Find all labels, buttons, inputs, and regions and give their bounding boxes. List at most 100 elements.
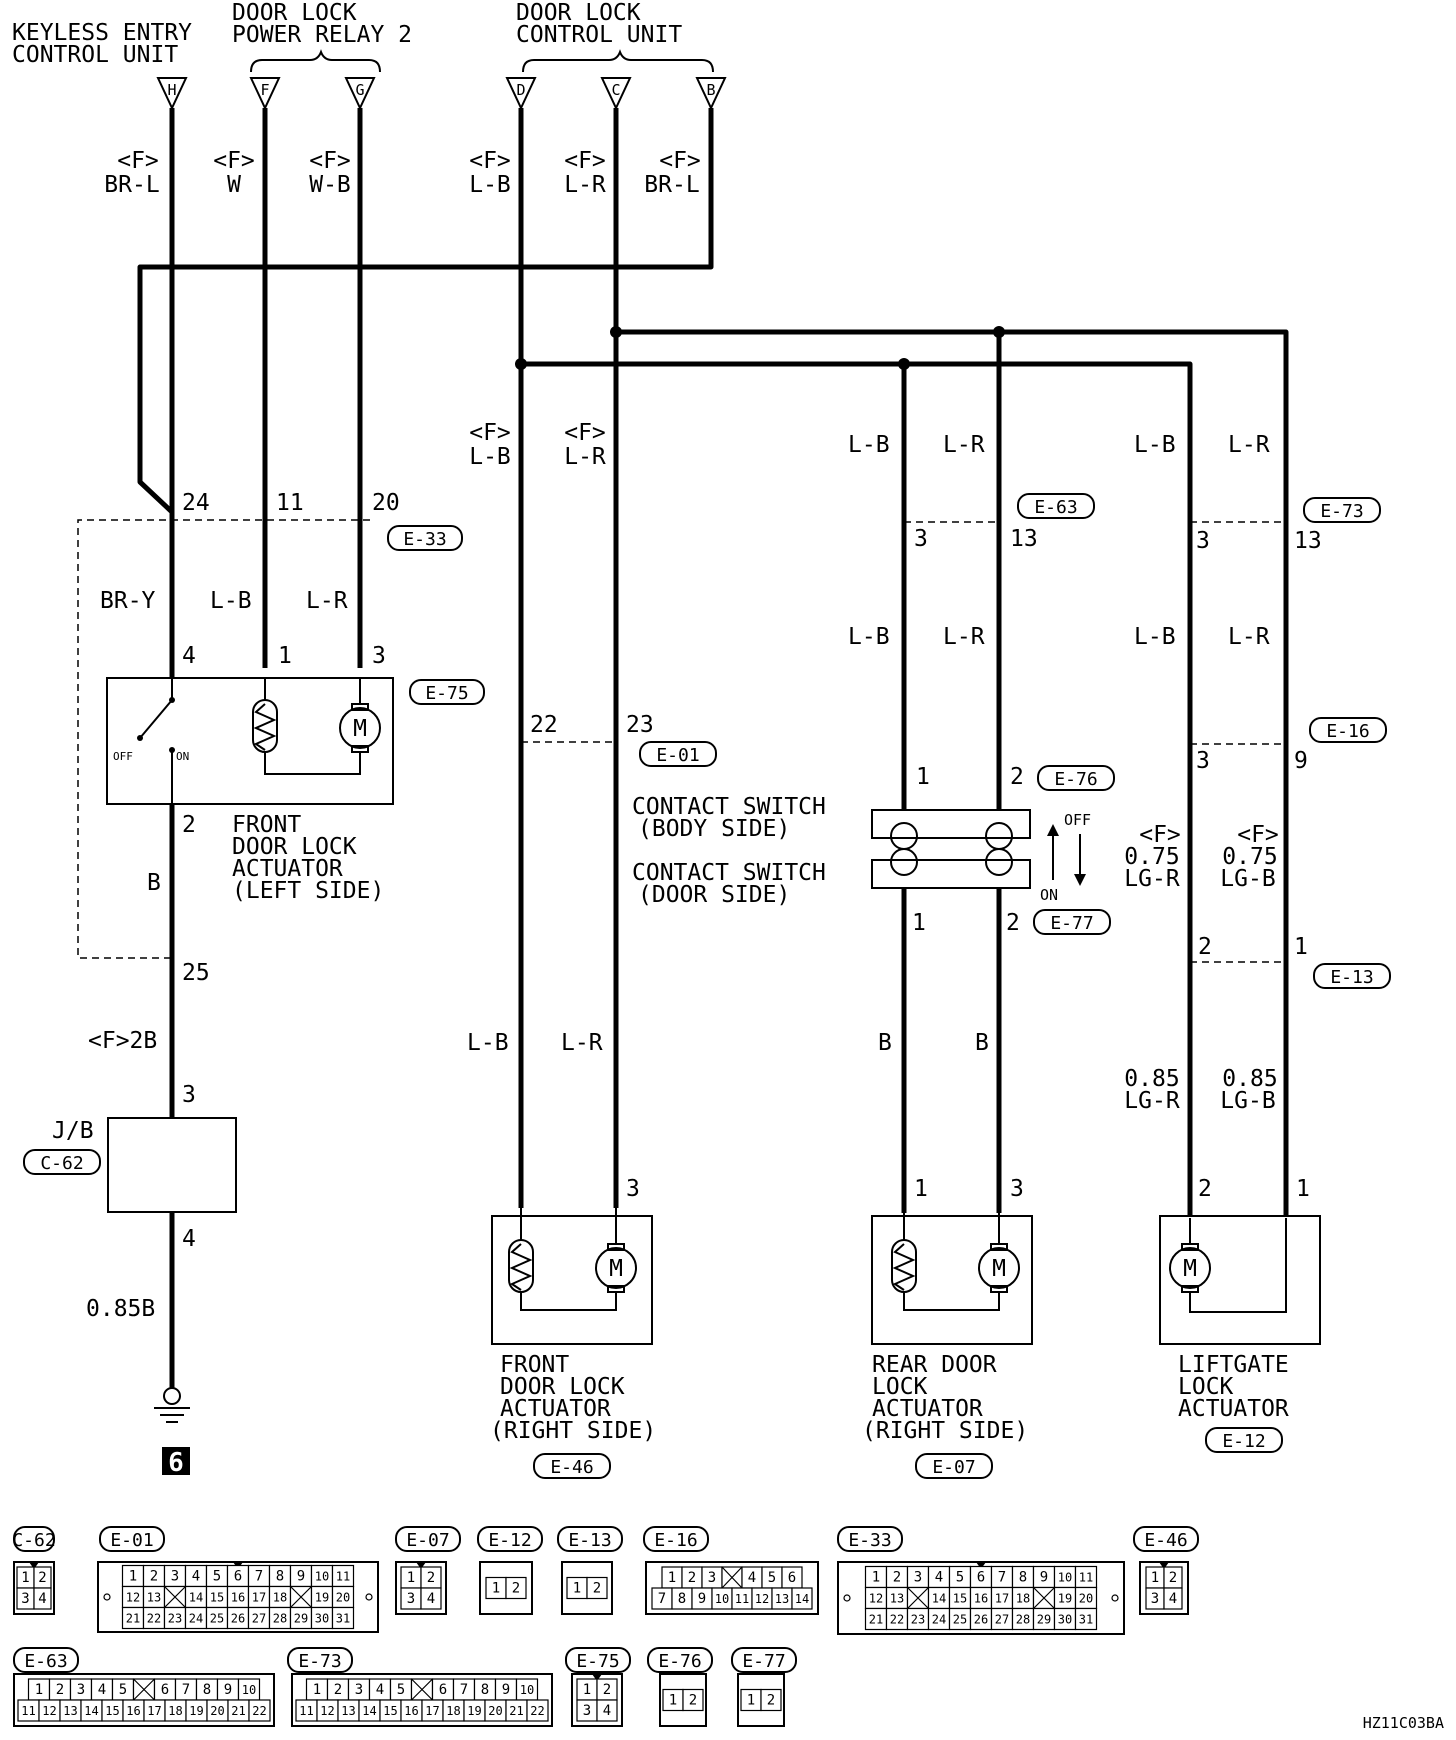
svg-text:27: 27 xyxy=(995,1613,1009,1627)
svg-text:11: 11 xyxy=(1079,1571,1093,1585)
svg-text:<F>: <F> xyxy=(309,148,351,174)
svg-text:7: 7 xyxy=(658,1591,666,1607)
svg-text:1: 1 xyxy=(916,764,930,790)
svg-text:2: 2 xyxy=(427,1570,435,1586)
ground-symbol: 6 xyxy=(154,1387,190,1478)
liftgate-actuator-label: LIFTGATE LOCK ACTUATOR xyxy=(1178,1352,1289,1422)
svg-text:BR-Y: BR-Y xyxy=(100,588,156,614)
svg-text:4: 4 xyxy=(98,1682,106,1698)
svg-text:23: 23 xyxy=(168,1612,182,1626)
svg-text:1: 1 xyxy=(1296,1176,1310,1202)
svg-text:LG-R: LG-R xyxy=(1124,866,1180,892)
connector-e76: E-76 xyxy=(1037,765,1115,791)
keyless-entry-control-unit-label: KEYLESS ENTRY CONTROL UNIT xyxy=(12,20,192,68)
contact-switch-labels: CONTACT SWITCH (BODY SIDE) CONTACT SWITC… xyxy=(632,794,826,908)
svg-text:4: 4 xyxy=(376,1682,384,1698)
svg-text:24: 24 xyxy=(182,490,210,516)
svg-text:3: 3 xyxy=(182,1082,196,1108)
svg-text:1: 1 xyxy=(313,1682,321,1698)
svg-text:9: 9 xyxy=(297,1569,305,1585)
svg-text:13: 13 xyxy=(890,1592,904,1606)
svg-text:3: 3 xyxy=(372,643,386,669)
svg-text:ON: ON xyxy=(176,750,189,763)
rear-door-actuator-label: REAR DOOR LOCK ACTUATOR (RIGHT SIDE) xyxy=(862,1352,1028,1444)
svg-text:M: M xyxy=(1183,1256,1197,1282)
svg-text:28: 28 xyxy=(273,1612,287,1626)
svg-text:3: 3 xyxy=(708,1570,716,1586)
svg-text:ACTUATOR: ACTUATOR xyxy=(1178,1396,1289,1422)
svg-text:L-R: L-R xyxy=(1228,432,1270,458)
svg-text:15: 15 xyxy=(210,1591,224,1605)
door-lock-control-unit-label: DOOR LOCK CONTROL UNIT xyxy=(516,0,682,48)
svg-text:8: 8 xyxy=(678,1591,686,1607)
front-right-actuator-label: FRONT DOOR LOCK ACTUATOR (RIGHT SIDE) xyxy=(490,1352,656,1444)
rear-mid-wire-labels: L-B L-R xyxy=(848,624,985,650)
svg-text:21: 21 xyxy=(869,1613,883,1627)
svg-text:17: 17 xyxy=(252,1591,266,1605)
svg-text:8: 8 xyxy=(276,1569,284,1585)
e76-pins: 1 2 xyxy=(916,764,1024,790)
svg-text:W-B: W-B xyxy=(309,172,351,198)
svg-text:13: 13 xyxy=(775,1592,789,1606)
front-right-wire-labels: <F> L-B <F> L-R xyxy=(469,420,606,470)
terminal-F: F xyxy=(249,77,281,111)
connector-e16: E-16 xyxy=(1309,717,1387,743)
svg-text:6: 6 xyxy=(161,1682,169,1698)
svg-text:2: 2 xyxy=(38,1570,46,1586)
dlcu-brace xyxy=(522,49,714,73)
svg-text:OFF: OFF xyxy=(1064,811,1091,829)
svg-text:10: 10 xyxy=(315,1570,329,1584)
svg-text:2: 2 xyxy=(1010,764,1024,790)
svg-text:16: 16 xyxy=(126,1704,140,1718)
svg-text:15: 15 xyxy=(383,1704,397,1718)
front-left-actuator: OFF ON M xyxy=(106,677,394,805)
svg-text:3: 3 xyxy=(1010,1176,1024,1202)
svg-text:1: 1 xyxy=(668,1570,676,1586)
svg-text:31: 31 xyxy=(336,1612,350,1626)
svg-text:11: 11 xyxy=(276,490,304,516)
svg-text:C-62: C-62 xyxy=(12,1530,55,1551)
svg-text:E-16: E-16 xyxy=(1326,721,1369,742)
svg-text:5: 5 xyxy=(956,1570,964,1586)
svg-text:29: 29 xyxy=(294,1612,308,1626)
svg-text:17: 17 xyxy=(425,1704,439,1718)
svg-text:ACTUATOR: ACTUATOR xyxy=(232,856,343,882)
svg-text:22: 22 xyxy=(890,1613,904,1627)
svg-text:D: D xyxy=(516,81,525,99)
svg-text:25: 25 xyxy=(182,960,210,986)
svg-text:19: 19 xyxy=(315,1591,329,1605)
svg-text:E-12: E-12 xyxy=(488,1530,531,1551)
junction-dots xyxy=(515,326,1005,370)
svg-text:1: 1 xyxy=(912,910,926,936)
contact-switch: OFF ON xyxy=(871,809,1091,904)
svg-text:3: 3 xyxy=(77,1682,85,1698)
svg-text:5: 5 xyxy=(397,1682,405,1698)
svg-text:11: 11 xyxy=(299,1704,313,1718)
svg-text:10: 10 xyxy=(520,1683,534,1697)
svg-text:17: 17 xyxy=(147,1704,161,1718)
svg-text:1: 1 xyxy=(129,1569,137,1585)
e01-pins: 22 23 xyxy=(530,712,654,738)
svg-text:21: 21 xyxy=(126,1612,140,1626)
svg-text:L-R: L-R xyxy=(564,172,606,198)
svg-text:E-73: E-73 xyxy=(298,1651,341,1672)
svg-text:12: 12 xyxy=(755,1592,769,1606)
svg-text:LOCK: LOCK xyxy=(1178,1374,1234,1400)
svg-text:E-76: E-76 xyxy=(658,1651,701,1672)
svg-text:7: 7 xyxy=(182,1682,190,1698)
svg-text:3: 3 xyxy=(914,526,928,552)
svg-text:LIFTGATE: LIFTGATE xyxy=(1178,1352,1289,1378)
e75-pins: 4 1 3 xyxy=(182,643,386,669)
svg-text:24: 24 xyxy=(189,1612,203,1626)
svg-text:4: 4 xyxy=(38,1591,46,1607)
svg-text:25: 25 xyxy=(953,1613,967,1627)
svg-text:<F>2B: <F>2B xyxy=(88,1028,157,1054)
svg-text:2: 2 xyxy=(334,1682,342,1698)
svg-text:FRONT: FRONT xyxy=(232,812,301,838)
svg-text:E-63: E-63 xyxy=(24,1651,67,1672)
svg-text:22: 22 xyxy=(252,1704,266,1718)
svg-text:ACTUATOR: ACTUATOR xyxy=(500,1396,611,1422)
